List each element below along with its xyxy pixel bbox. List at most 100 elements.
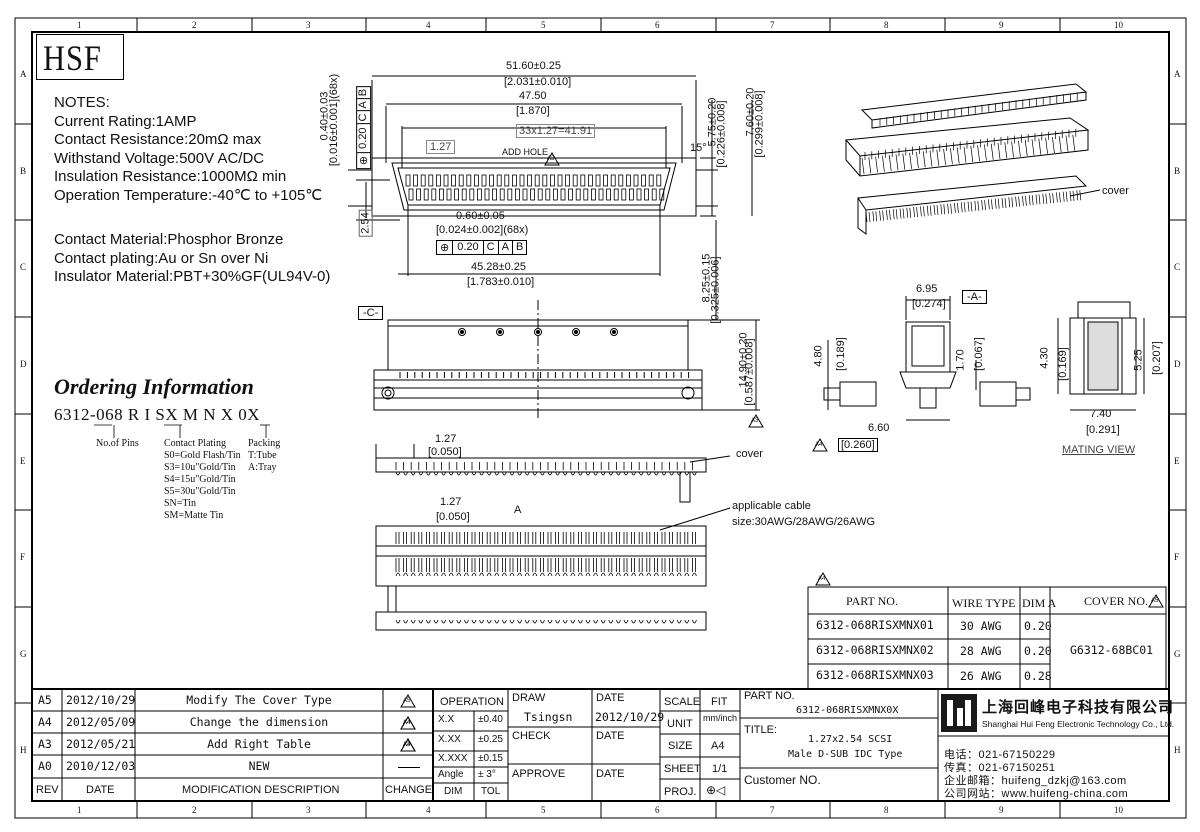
note-line: Operation Temperature:-40℃ to +105℃ bbox=[54, 186, 323, 204]
part-table-header-cover: COVER NO. bbox=[1084, 594, 1149, 608]
row-label: H bbox=[1174, 745, 1181, 755]
rev-change-dash bbox=[398, 767, 420, 768]
tolerance-value: ± 3° bbox=[478, 769, 496, 780]
company-name-en: Shanghai Hui Feng Electronic Technology … bbox=[982, 719, 1175, 729]
tb-date-label: DATE bbox=[596, 692, 625, 704]
rev-code: A4 bbox=[38, 715, 52, 729]
dim-label: [0.050] bbox=[436, 511, 470, 523]
revision-flag-label: A4 bbox=[818, 576, 826, 582]
dim-label: 5.25 bbox=[1132, 349, 1145, 371]
plating-item: SN=Tin bbox=[164, 498, 196, 509]
tolerance-title: OPERATION bbox=[440, 696, 504, 708]
dim-label: 1.27 bbox=[435, 433, 457, 445]
tb-sheet: 1/1 bbox=[712, 763, 728, 775]
rev-description: Change the dimension bbox=[189, 715, 329, 729]
dim-label: [0.207] bbox=[1150, 341, 1163, 375]
tb-size: A4 bbox=[711, 740, 725, 752]
tb-check-label: CHECK bbox=[512, 730, 551, 742]
revision-flag-icon: A3 bbox=[748, 414, 764, 428]
dim-label: [1.870] bbox=[516, 105, 550, 117]
rev-description: NEW bbox=[248, 759, 270, 773]
tb-draw-label: DRAW bbox=[512, 692, 546, 704]
dim-label: 33x1.27=41.91 bbox=[516, 124, 596, 138]
column-label: 9 bbox=[999, 20, 1004, 30]
profile-view-drawing bbox=[823, 296, 1031, 421]
revision-flag-icon: A3 bbox=[544, 152, 560, 166]
part-number-cell: 6312-068RISXMNX01 bbox=[816, 618, 934, 632]
dim-label: 0.60±0.05 bbox=[456, 210, 505, 222]
tolerance-value: ±0.15 bbox=[478, 753, 503, 764]
tolerance-dim: Angle bbox=[438, 769, 464, 780]
dim-label: [1.783±0.010] bbox=[467, 276, 535, 288]
tb-unit-label: UNIT bbox=[667, 718, 693, 730]
dim-label: 4.80 bbox=[812, 345, 825, 367]
tb-approve-label: APPROVE bbox=[512, 768, 566, 780]
notes-title: NOTES: bbox=[54, 94, 110, 111]
revision-flag-icon: A4 bbox=[815, 572, 831, 586]
dim-label: 47.50 bbox=[519, 90, 547, 102]
column-label: 2 bbox=[192, 805, 197, 815]
datum-a: -A- bbox=[962, 290, 987, 304]
fcf-value: 0.20 bbox=[453, 241, 484, 254]
ordering-title: Ordering Information bbox=[54, 374, 254, 399]
tb-customer-label: Customer NO. bbox=[744, 773, 821, 787]
material-line: Contact Material:Phosphor Bronze bbox=[54, 231, 284, 248]
dim-label: 1.70 bbox=[954, 349, 967, 371]
row-label: E bbox=[1174, 456, 1180, 466]
dim-label: [0.169] bbox=[1056, 347, 1069, 381]
tb-fit: FIT bbox=[711, 696, 728, 708]
rev-code: A0 bbox=[38, 759, 52, 773]
column-label: 5 bbox=[541, 20, 546, 30]
dim-label: 51.60±0.25 bbox=[506, 60, 561, 72]
dim-label: 4.30 bbox=[1038, 347, 1051, 369]
dim-label: [0.067] bbox=[972, 337, 985, 371]
note-line: Contact Resistance:20mΩ max bbox=[54, 131, 262, 148]
front-view-drawing bbox=[375, 444, 731, 631]
dim-label: 1.27 bbox=[440, 496, 462, 508]
row-label: G bbox=[1174, 649, 1181, 659]
tb-date-label: DATE bbox=[596, 730, 625, 742]
plating-item: S4=15u"Gold/Tin bbox=[164, 474, 236, 485]
rev-date: 2010/12/03 bbox=[66, 759, 136, 773]
packing-item: T:Tube bbox=[248, 450, 277, 461]
tb-partno: 6312-068RISXMNX0X bbox=[796, 705, 899, 716]
dim-label: 6.95 bbox=[916, 283, 938, 295]
side-view-drawing bbox=[373, 220, 760, 420]
revision-flag-icon: A4 bbox=[812, 438, 828, 452]
fcf-value: 0.20 bbox=[357, 123, 371, 152]
tol-header-dim: DIM bbox=[444, 786, 463, 797]
mating-view-label: MATING VIEW bbox=[1062, 444, 1136, 456]
dim-label: 1.27 bbox=[426, 140, 456, 154]
dim-label: [0.325±0.006] bbox=[709, 256, 722, 324]
column-label: 5 bbox=[541, 805, 546, 815]
column-label: 7 bbox=[770, 805, 775, 815]
datum-c: -C- bbox=[358, 306, 384, 320]
tb-unit: mm/inch bbox=[703, 713, 738, 723]
row-label: C bbox=[1174, 262, 1181, 272]
tolerance-dim: X.XXX bbox=[438, 753, 468, 764]
fcf-datum: A bbox=[357, 98, 371, 111]
fcf-datum: A bbox=[499, 241, 513, 254]
part-table-header-dim: DIM A bbox=[1022, 596, 1057, 610]
rev-date: 2012/05/21 bbox=[66, 737, 136, 751]
dim-label: 6.60 bbox=[868, 422, 890, 434]
dim-a-cell: 0.28 bbox=[1024, 669, 1052, 683]
plating-item: SM=Matte Tin bbox=[164, 510, 224, 521]
revision-flag-label: A3 bbox=[751, 418, 759, 424]
column-label: 6 bbox=[655, 805, 660, 815]
hsf-logo-box: HSF bbox=[36, 34, 124, 80]
note-line: Insulation Resistance:1000MΩ min bbox=[54, 168, 287, 185]
column-label: 2 bbox=[192, 20, 197, 30]
position-icon: ⊕ bbox=[357, 151, 371, 169]
tolerance-value: ±0.40 bbox=[478, 714, 503, 725]
row-label: B bbox=[20, 166, 27, 176]
cover-label: cover bbox=[736, 448, 763, 460]
revision-flag-label: A4 bbox=[403, 742, 411, 748]
tb-partno-label: PART NO. bbox=[744, 690, 795, 702]
rev-description: Add Right Table bbox=[207, 737, 311, 751]
dim-a-cell: 0.20 bbox=[1024, 644, 1052, 658]
dim-label: 7.40 bbox=[1090, 408, 1112, 420]
dim-label: [0.024±0.002](68x) bbox=[436, 224, 529, 236]
